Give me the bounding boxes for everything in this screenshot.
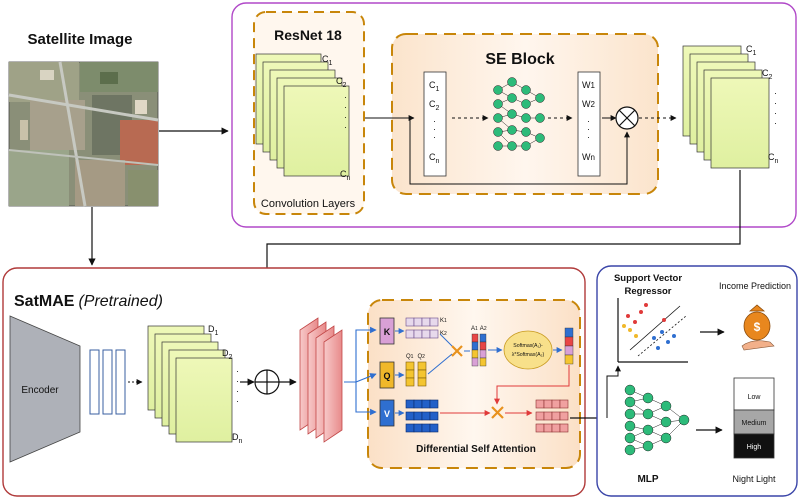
v-tensor [405, 399, 439, 433]
v-block [379, 399, 395, 427]
attention-map-a [471, 333, 487, 367]
svg-text:·: · [587, 124, 590, 134]
softmax-line-2: λ*Softmax(A₂) [512, 352, 545, 358]
encoder-token-3 [115, 349, 126, 415]
svg-text:·: · [344, 102, 347, 112]
satmae-d1: D1 [208, 324, 219, 337]
encoder-label: Encoder [21, 385, 59, 396]
se-input-c1: C1 [429, 80, 440, 93]
se-input-c2: C2 [429, 99, 440, 112]
resnet-cn: Cn [340, 169, 351, 182]
k1-label: K1 [440, 318, 447, 324]
svg-text:·: · [587, 116, 590, 126]
se-weight-w2: W2 [582, 99, 596, 109]
k2-label: K2 [440, 331, 447, 337]
resnet-title: ResNet 18 [274, 27, 342, 43]
se-weight-vector [577, 71, 601, 177]
output-c2: C2 [762, 68, 773, 81]
svg-text:·: · [433, 132, 436, 142]
encoder-token-1 [89, 349, 100, 415]
svg-text:·: · [433, 124, 436, 134]
attention-weight-return [494, 365, 570, 405]
svg-text:·: · [236, 386, 239, 396]
svg-text:·: · [236, 376, 239, 386]
attention-caption: Differential Self Attention [416, 444, 536, 455]
se-weight-w1: W1 [582, 80, 596, 90]
svg-text:·: · [236, 366, 239, 376]
se-input-vector [423, 71, 447, 177]
svg-text:·: · [344, 122, 347, 132]
scale-high: High [747, 444, 762, 451]
multiply-icon [615, 106, 639, 130]
svg-text:·: · [236, 396, 239, 406]
svg-text:V: V [384, 409, 390, 419]
svr-title-1: Support Vector [614, 273, 682, 284]
svr-scatter-icon [617, 298, 688, 363]
q-block [379, 361, 395, 389]
output-c1: C1 [746, 44, 757, 57]
k-block [379, 317, 395, 345]
svg-text:·: · [774, 108, 777, 118]
scale-medium: Medium [742, 420, 767, 427]
av-multiply-icon [491, 406, 504, 419]
resnet-dots: · [344, 92, 347, 102]
resnet-c2: C2 [336, 76, 347, 89]
q-tensor [405, 361, 427, 387]
attention-weights-vector [564, 327, 574, 365]
se-skip-connection [409, 118, 630, 185]
resnet-layer-stack [255, 53, 350, 177]
kq-multiply-icon [451, 345, 463, 357]
svg-text:$: $ [754, 320, 761, 334]
attention-output-tensor [535, 399, 569, 433]
money-bag-icon: $ [741, 304, 775, 351]
satmae-layer-stack [147, 325, 233, 443]
attention-q-branch [355, 373, 377, 383]
differential-softmax-node [503, 330, 553, 370]
se-block-title: SE Block [485, 51, 554, 68]
satellite-title: Satellite Image [27, 31, 132, 48]
attention-k-branch [344, 326, 377, 383]
night-light-label: Night Light [732, 474, 776, 484]
encoder-token-2 [102, 349, 113, 415]
satmae-title: SatMAE(Pretrained) [14, 293, 163, 310]
satmae-d2: D2 [222, 348, 233, 361]
satmae-dn: Dn [232, 432, 243, 445]
fusion-plus-icon [254, 369, 280, 395]
satellite-image [8, 61, 159, 207]
mlp-label: MLP [637, 474, 658, 485]
svg-text:K: K [384, 327, 391, 337]
svg-text:·: · [774, 88, 777, 98]
se-neural-network-icon [493, 77, 545, 151]
svg-text:Q: Q [383, 371, 390, 381]
svr-title-2: Regressor [625, 286, 672, 297]
fused-feature-stack [299, 317, 343, 443]
svg-text:·: · [774, 118, 777, 128]
income-label: Income Prediction [719, 281, 791, 291]
softmax-line-1: Softmax(A₁)- [513, 343, 543, 349]
to-svr-arrow [606, 365, 621, 418]
k-tensor [405, 317, 439, 339]
se-output-layer-stack [682, 45, 770, 169]
resnet-caption: Convolution Layers [261, 198, 356, 210]
se-weight-wn: Wn [582, 152, 595, 162]
svg-text:·: · [774, 98, 777, 108]
svg-text:·: · [587, 132, 590, 142]
svg-text:·: · [433, 116, 436, 126]
output-cn: Cn [768, 152, 779, 165]
se-input-cn: Cn [429, 152, 440, 165]
svg-text:·: · [344, 112, 347, 122]
mlp-network-icon [624, 384, 690, 456]
night-light-scale [733, 377, 775, 459]
scale-low: Low [748, 394, 762, 401]
resnet-c1: C1 [322, 54, 333, 67]
attention-v-branch [355, 382, 377, 416]
encoder-block [9, 315, 81, 463]
